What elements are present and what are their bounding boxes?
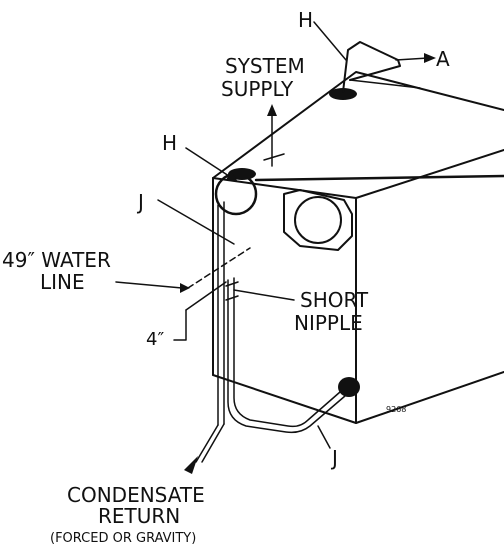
label-system-supply-line2: SUPPLY — [221, 77, 294, 101]
label-j-bottom: J — [330, 446, 338, 470]
label-short-nipple-line1: SHORT — [300, 288, 369, 312]
water-line-marker — [185, 247, 251, 311]
flue-opening — [283, 189, 353, 251]
label-water-line-line1: 49″ WATER — [2, 248, 111, 272]
label-figure-number: 9268 — [386, 405, 406, 414]
label-condensate-line1: CONDENSATE — [67, 483, 205, 507]
label-h-left: H — [162, 131, 177, 155]
label-condensate-line3: (FORCED OR GRAVITY) — [50, 531, 196, 546]
label-j-top: J — [136, 190, 144, 214]
supply-tapping — [329, 41, 421, 100]
label-a: A — [436, 47, 450, 71]
label-condensate-line2: RETURN — [98, 504, 180, 528]
label-h-top: H — [298, 8, 313, 32]
label-water-line-line2: LINE — [40, 270, 85, 294]
return-piping — [184, 201, 346, 474]
top-tapping-left — [214, 168, 504, 216]
leader-lines — [115, 21, 436, 449]
label-system-supply-line1: SYSTEM — [225, 54, 305, 78]
label-four-inch: 4″ — [146, 329, 164, 350]
boiler-body — [212, 71, 504, 424]
system-supply-arrow — [263, 104, 285, 167]
label-short-nipple-line2: NIPPLE — [294, 311, 363, 335]
return-tapping — [338, 377, 360, 397]
